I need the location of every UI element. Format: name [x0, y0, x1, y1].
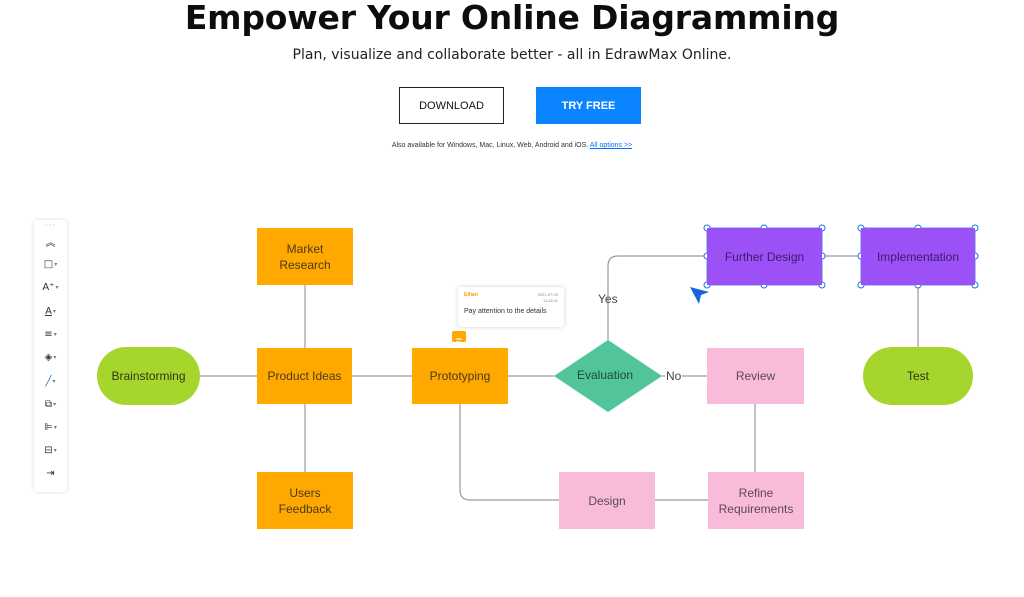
node-market-research[interactable]: Market Research — [257, 228, 353, 285]
edge-design-prototyping — [459, 404, 559, 501]
comment-author: Ethan — [464, 292, 478, 298]
edge-evaluation-further — [607, 255, 707, 340]
node-evaluation-label: Evaluation — [577, 368, 634, 382]
evaluation-diamond[interactable] — [554, 340, 662, 412]
edge-label-no: No — [665, 369, 683, 383]
node-further-design[interactable]: Further Design — [707, 228, 822, 285]
fill-bucket-icon[interactable]: ◈▾ — [44, 351, 57, 363]
all-options-link[interactable]: All options >> — [589, 142, 633, 149]
node-test[interactable]: Test — [863, 347, 973, 405]
node-review[interactable]: Review — [707, 348, 804, 404]
page-title: Empower Your Online Diagramming — [184, 0, 840, 37]
comment-timestamp: 2021-07-09 11:26:11 — [538, 292, 558, 304]
font-color-icon[interactable]: A▾ — [45, 305, 56, 317]
availability-text: Also available for Windows, Mac, Linux, … — [391, 142, 589, 149]
exit-icon[interactable]: ⇥ — [46, 467, 55, 479]
collapse-icon[interactable]: ︽ — [45, 237, 56, 249]
line-color-icon[interactable]: ╱▾ — [45, 375, 56, 387]
node-refine-requirements[interactable]: Refine Requirements — [708, 472, 804, 529]
node-brainstorming[interactable]: Brainstorming — [97, 347, 200, 405]
drag-handle-icon[interactable]: ··· — [45, 221, 56, 230]
edge-label-yes: Yes — [598, 292, 618, 306]
node-users-feedback[interactable]: Users Feedback — [257, 472, 353, 529]
node-design[interactable]: Design — [559, 472, 655, 529]
align-left-icon[interactable]: ⊫▾ — [44, 421, 57, 433]
text-style-icon[interactable]: A⁺▾ — [42, 281, 59, 293]
arrange-icon[interactable]: ⧉▾ — [44, 398, 57, 410]
node-product-ideas[interactable]: Product Ideas — [257, 348, 352, 404]
align-text-icon[interactable]: ≡▾ — [44, 328, 57, 340]
rectangle-shape-icon[interactable]: □▾ — [43, 258, 58, 270]
availability-note: Also available for Windows, Mac, Linux, … — [0, 142, 1024, 149]
node-prototyping[interactable]: Prototyping — [412, 348, 508, 404]
connectors — [200, 255, 919, 501]
distribute-icon[interactable]: ⊟▾ — [44, 444, 57, 456]
cursor-pointer-icon — [690, 287, 709, 304]
page-subtitle: Plan, visualize and collaborate better -… — [292, 47, 732, 63]
comment-text: Pay attention to the details — [464, 308, 547, 315]
node-implementation[interactable]: Implementation — [861, 228, 975, 285]
format-toolbar: ··· ︽ □▾ A⁺▾ A▾ ≡▾ ◈▾ ╱▾ ⧉▾ ⊫▾ ⊟▾ ⇥ — [34, 220, 67, 492]
download-button[interactable]: DOWNLOAD — [399, 87, 504, 124]
comment-icon[interactable] — [452, 331, 466, 343]
comment-date: 2021-07-09 — [537, 292, 558, 297]
try-free-button[interactable]: TRY FREE — [536, 87, 641, 124]
comment-card[interactable]: Ethan 2021-07-09 11:26:11 Pay attention … — [458, 287, 564, 327]
comment-time: 11:26:11 — [543, 298, 558, 303]
